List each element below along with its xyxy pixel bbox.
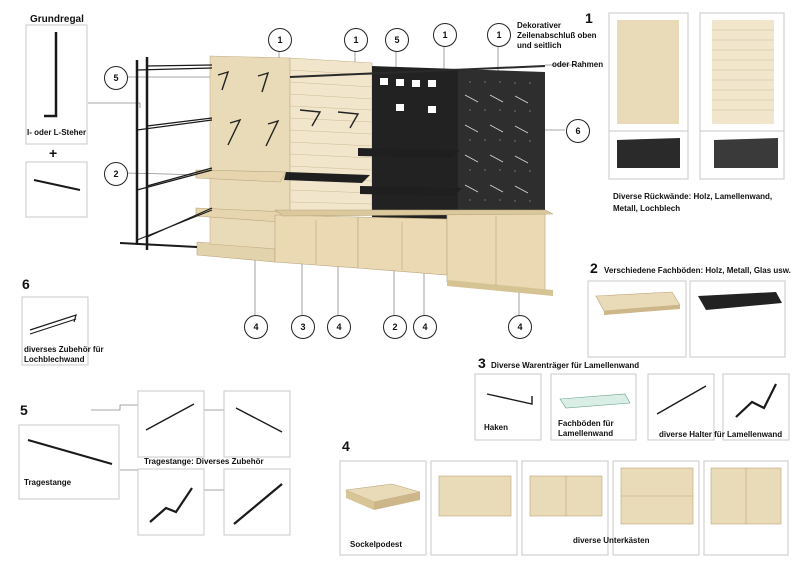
section-number-1: 1 (585, 10, 593, 26)
plus-sign: + (49, 145, 58, 161)
crossbar-part (33, 179, 81, 191)
callout-4-cabinet-b: 4 (413, 315, 437, 339)
accessory-part (145, 403, 195, 431)
wood-shelf (195, 169, 287, 183)
main-shelf-illustration (119, 55, 554, 296)
upright-part (44, 32, 58, 118)
dekor-label-2: Zeilenabschluß oben (517, 31, 597, 40)
hook-part (486, 393, 533, 405)
pegboard-accessory-part (29, 318, 77, 335)
slat-sample-lines (712, 29, 774, 111)
tragestange-zubehoer-label: Tragestange: Diverses Zubehör (144, 457, 264, 466)
cross-rails (136, 64, 213, 241)
holder-box (647, 373, 715, 441)
holder-part (735, 383, 777, 418)
callout-5-top: 5 (385, 28, 409, 52)
accessory-box (137, 468, 205, 536)
shelf-box (689, 280, 786, 358)
pegboard-wall-sample (714, 138, 778, 168)
metal-panel (372, 66, 458, 225)
rueckwaende-label-1: Diverse Rückwände: Holz, Lamellenwand, (613, 192, 773, 201)
metal-tag (428, 80, 436, 87)
cabinet-part (438, 475, 512, 517)
faechboeden-label: Verschiedene Fachböden: Holz, Metall, Gl… (604, 266, 791, 275)
glass-shelf-part (559, 393, 631, 409)
section-number-3: 3 (478, 355, 486, 371)
wood-wall-sample (617, 20, 679, 124)
pegboard-hooks (464, 94, 529, 194)
slat-wall-sample (712, 20, 774, 124)
haken-label: Haken (484, 423, 509, 432)
rueckwaende-label-2: Metall, Lochblech (613, 204, 681, 213)
callout-1-frame: 1 (487, 23, 511, 47)
halter-label: diverse Halter für Lamellenwand (659, 430, 783, 439)
callout-2-left: 2 (104, 162, 128, 186)
callout-5-left: 5 (104, 66, 128, 90)
accessory-part (235, 407, 283, 433)
fachboeden-lamelle-label-1: Fachböden für (558, 419, 614, 428)
metal-tag (428, 106, 436, 113)
grundregal-label: Grundregal (30, 14, 84, 25)
metal-tag (396, 104, 404, 111)
accessory-box (223, 390, 291, 458)
oder-rahmen-label: oder Rahmen (552, 60, 604, 69)
section-number-5: 5 (20, 402, 28, 418)
callout-1-metal: 1 (433, 23, 457, 47)
pegboard-panel (458, 69, 545, 218)
callout-1-wood: 1 (268, 28, 292, 52)
callout-6: 6 (566, 119, 590, 143)
accessory-box (137, 390, 205, 458)
steher-label: I- oder L-Steher (27, 128, 87, 137)
wood-shelf-edge (604, 305, 680, 315)
metal-shelf (360, 186, 462, 196)
unterkaesten-label: diverse Unterkästen (573, 536, 650, 545)
cabinet-top (274, 209, 554, 217)
base-cabinet (357, 216, 448, 276)
metal-wall-sample (617, 138, 680, 168)
lochblech-zubehoer-label-2: Lochblechwand (24, 355, 85, 364)
pegboard-accessory-box (21, 296, 89, 366)
slat-lines (289, 69, 373, 205)
dekor-label-1: Dekorativer (517, 21, 562, 30)
fachboeden-lamelle-label-2: Lamellenwand (558, 429, 614, 438)
base-cabinet (274, 214, 359, 269)
accessory-part (233, 483, 283, 525)
tragestange-label: Tragestange (24, 478, 72, 487)
metal-shelf-sample (698, 292, 782, 310)
upright-foot (119, 242, 198, 248)
warentraeger-label: Diverse Warenträger für Lamellenwand (491, 361, 640, 370)
sockelpodest-label: Sockelpodest (350, 540, 403, 549)
holder-box (722, 373, 790, 441)
cabinet-door-lines (315, 216, 497, 286)
hook-box (474, 373, 542, 441)
metal-tag (380, 78, 388, 85)
callout-3: 3 (291, 315, 315, 339)
callout-4-cabinet-c: 4 (508, 315, 532, 339)
plinth-part (346, 490, 374, 510)
cabinet-plinth (447, 280, 553, 296)
section-number-6: 6 (22, 276, 30, 292)
section-number-2: 2 (590, 260, 598, 276)
tragestange-part (27, 439, 113, 465)
metal-shelf (358, 148, 460, 158)
metal-tag (412, 80, 420, 87)
dekor-label-3: und seitlich (517, 41, 562, 50)
wall-hooks (217, 70, 360, 147)
accessory-part (149, 487, 193, 523)
section-number-4: 4 (342, 438, 350, 454)
accessory-box (223, 468, 291, 536)
callout-4-plinth: 4 (244, 315, 268, 339)
callout-2-metal: 2 (383, 315, 407, 339)
plinth-part (374, 492, 420, 510)
callout-1-slat: 1 (344, 28, 368, 52)
metal-shelf (284, 172, 370, 183)
top-frame (289, 65, 546, 78)
holder-part (656, 385, 707, 415)
callout-4-cabinet-a: 4 (327, 315, 351, 339)
metal-tag (396, 79, 404, 86)
lochblech-zubehoer-label-1: diverses Zubehör für (24, 345, 104, 354)
pegboard-holes (469, 81, 531, 202)
